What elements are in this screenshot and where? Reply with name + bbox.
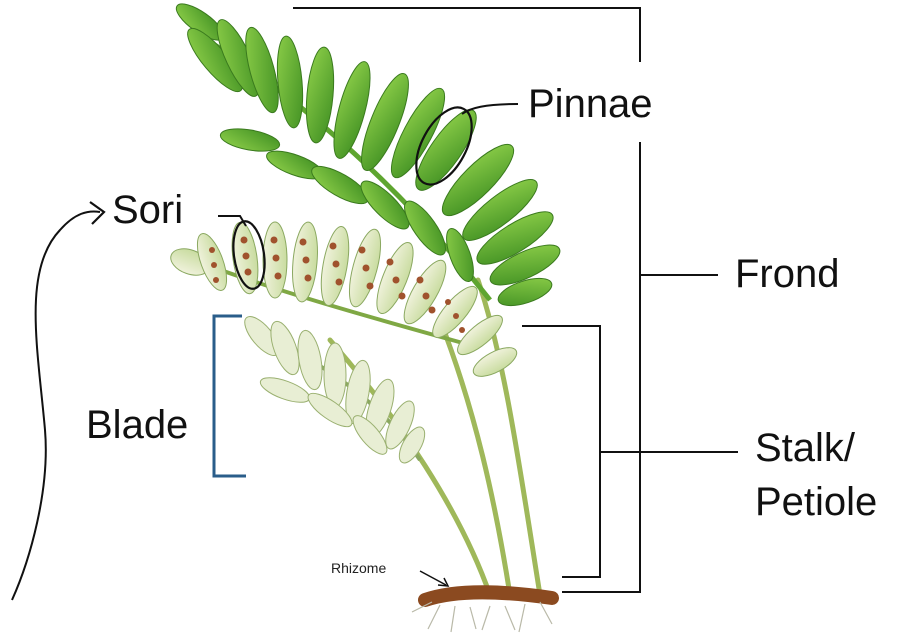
blade-label: Blade: [86, 405, 188, 445]
rhizome-arrow: [420, 571, 446, 585]
rhizome-graphic: [412, 592, 552, 632]
blade-bracket: [214, 316, 246, 476]
frond-label: Frond: [735, 254, 840, 294]
rhizome-label: Rhizome: [331, 561, 386, 575]
sori-label: Sori: [112, 190, 183, 230]
stalk-label: Stalk/: [755, 428, 855, 468]
sori-arrow-head: [90, 202, 104, 224]
pinnae-label: Pinnae: [528, 84, 653, 124]
lower-frond: [239, 311, 430, 467]
petiole-label: Petiole: [755, 482, 877, 522]
